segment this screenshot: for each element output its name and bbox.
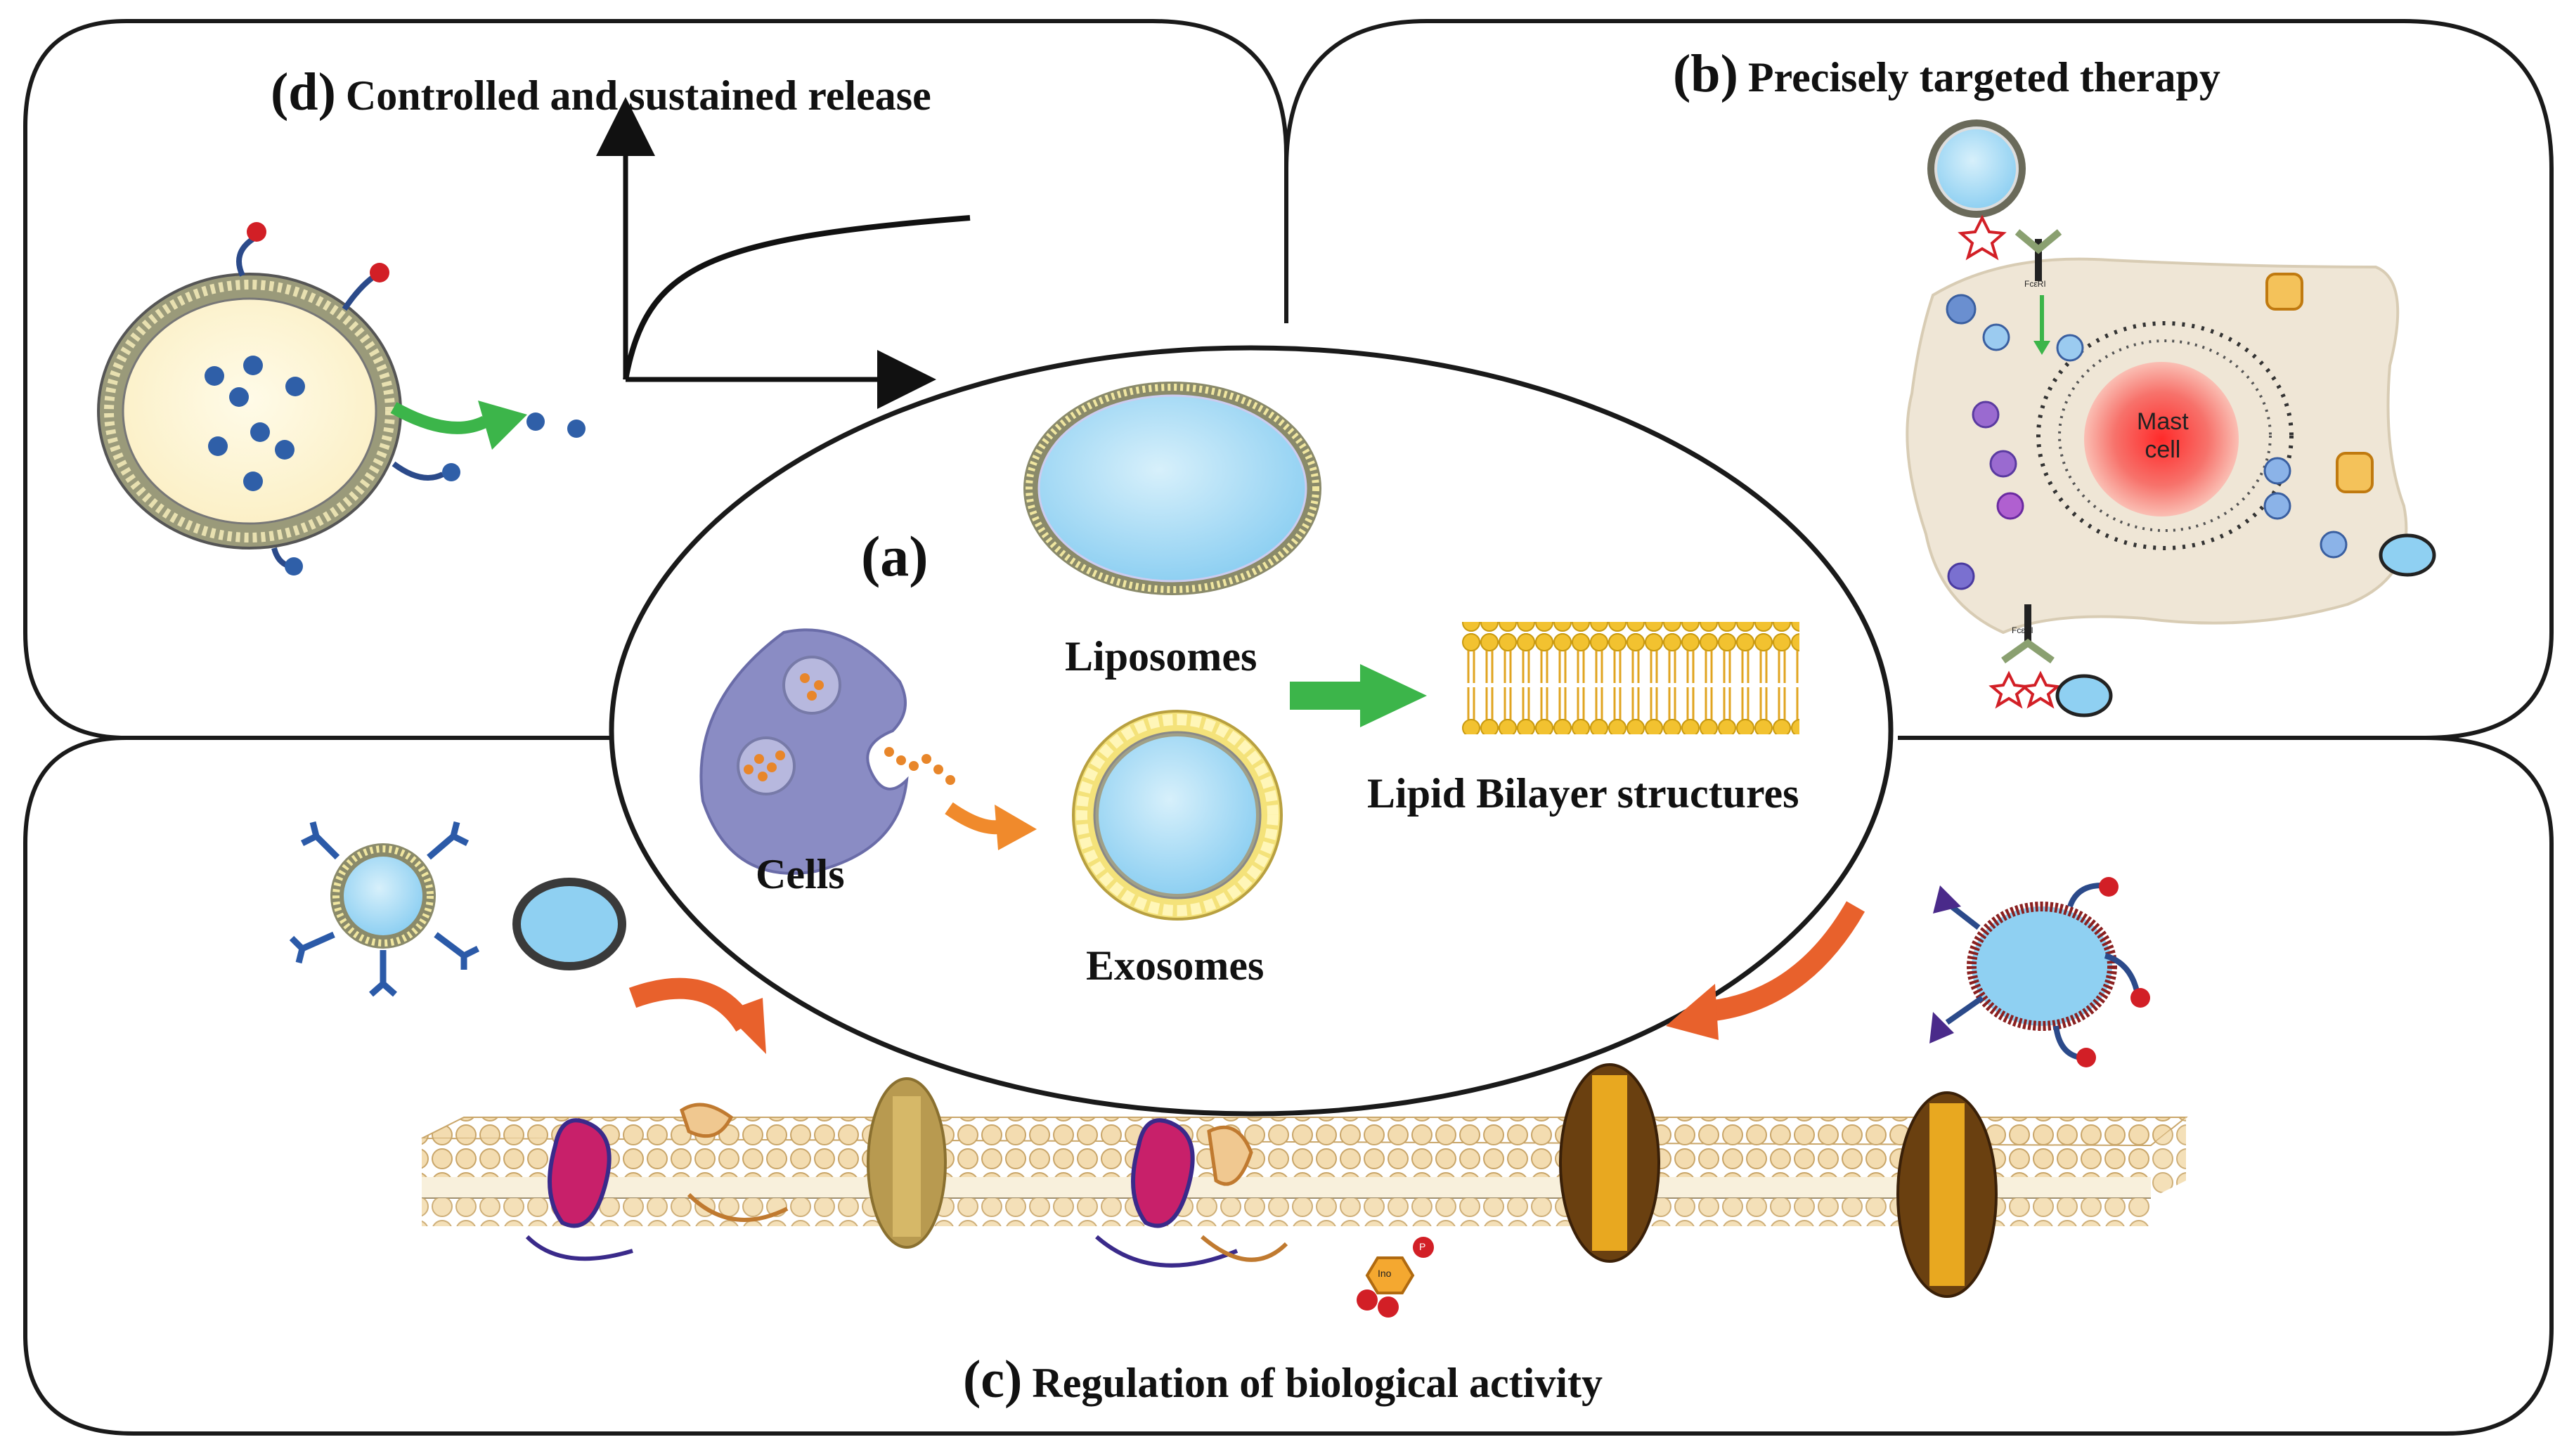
- ion-channel-1: [867, 1077, 947, 1249]
- loaded-liposome: [97, 222, 460, 576]
- exosomes-label: Exosomes: [1086, 942, 1265, 989]
- released-drug: [526, 412, 545, 431]
- inositol-phosphate: [1357, 1237, 1434, 1318]
- orange-arrow-right: [1700, 901, 1865, 1022]
- ino-label: Ino: [1378, 1268, 1392, 1279]
- panel-a-tag: (a): [861, 524, 929, 588]
- panel-c-text: Regulation of biological activity: [1032, 1360, 1603, 1406]
- mast-cell-label-line1: Mast: [2137, 408, 2189, 435]
- plain-vesicle: [512, 878, 626, 970]
- antigen-star: [1958, 214, 2007, 261]
- fc-receptor-bottom: [1988, 604, 2061, 709]
- ligand-red: [247, 222, 266, 242]
- mast-cell-label-line2: cell: [2145, 436, 2181, 463]
- source-cell: [699, 628, 955, 875]
- cell-membrane: [421, 1117, 2188, 1226]
- liposomes-label: Liposomes: [1065, 633, 1257, 680]
- fc-receptor-top: [1958, 214, 2062, 281]
- panel-d-tag: (d): [271, 63, 336, 122]
- granules: [1946, 294, 2348, 590]
- to-bilayer-arrow: [1290, 664, 1427, 727]
- membrane-protein-1: [525, 1103, 789, 1261]
- panel-c-tag: (c): [963, 1350, 1023, 1409]
- panel-a-ellipse: [609, 345, 1894, 1117]
- exosome: [1072, 710, 1283, 921]
- phosphate-label: P: [1419, 1241, 1426, 1252]
- membrane-protein-2: [1095, 1118, 1288, 1268]
- mast-cell-label: Mast cell: [2137, 408, 2189, 464]
- bilayer-label: Lipid Bilayer structures: [1367, 770, 1799, 817]
- release-curve-plot: [596, 97, 971, 409]
- antibody-vesicle: [289, 821, 480, 997]
- drug-cargo: [205, 356, 305, 491]
- receptor-label-bottom: FcεRI: [2012, 625, 2033, 635]
- small-vesicle: [2055, 674, 2113, 717]
- panel-b-frame: [1284, 19, 2554, 740]
- lipid-bilayer: [1462, 622, 1799, 734]
- ion-channel-2: [1559, 1063, 1660, 1263]
- mast-cell: [1906, 257, 2408, 635]
- panel-b-tag: (b): [1673, 44, 1738, 103]
- released-drug: [567, 420, 586, 438]
- targeting-vesicle-top: [1927, 119, 2026, 218]
- release-arrow-head: [478, 401, 527, 450]
- antigen-star: [1988, 670, 2029, 709]
- nucleus: [2084, 362, 2239, 516]
- modified-vesicle: [1929, 877, 2150, 1067]
- panel-b-text: Precisely targeted therapy: [1747, 54, 2220, 100]
- mitochondrion: [2265, 273, 2303, 311]
- ion-channel-3: [1896, 1091, 1998, 1298]
- cells-label: Cells: [756, 851, 845, 897]
- antigen-star: [2020, 670, 2061, 709]
- er-membrane: [2036, 321, 2294, 550]
- liposome: [1023, 382, 1321, 595]
- panel-c-title: (c)Regulation of biological activity: [963, 1349, 1603, 1410]
- mitochondrion: [2336, 452, 2374, 493]
- release-curve: [623, 215, 971, 380]
- panel-d-text: Controlled and sustained release: [345, 72, 931, 119]
- panel-b-title: (b)Precisely targeted therapy: [1673, 44, 2220, 105]
- panel-c-frame: [23, 736, 2554, 1436]
- release-arrow-green: [390, 402, 489, 434]
- panel-d-title: (d)Controlled and sustained release: [271, 62, 931, 123]
- orange-arrow-left: [628, 977, 754, 1032]
- panel-d-frame: [23, 19, 1288, 740]
- small-vesicle: [2379, 533, 2436, 577]
- receptor-label-top: FcεRI: [2024, 279, 2046, 289]
